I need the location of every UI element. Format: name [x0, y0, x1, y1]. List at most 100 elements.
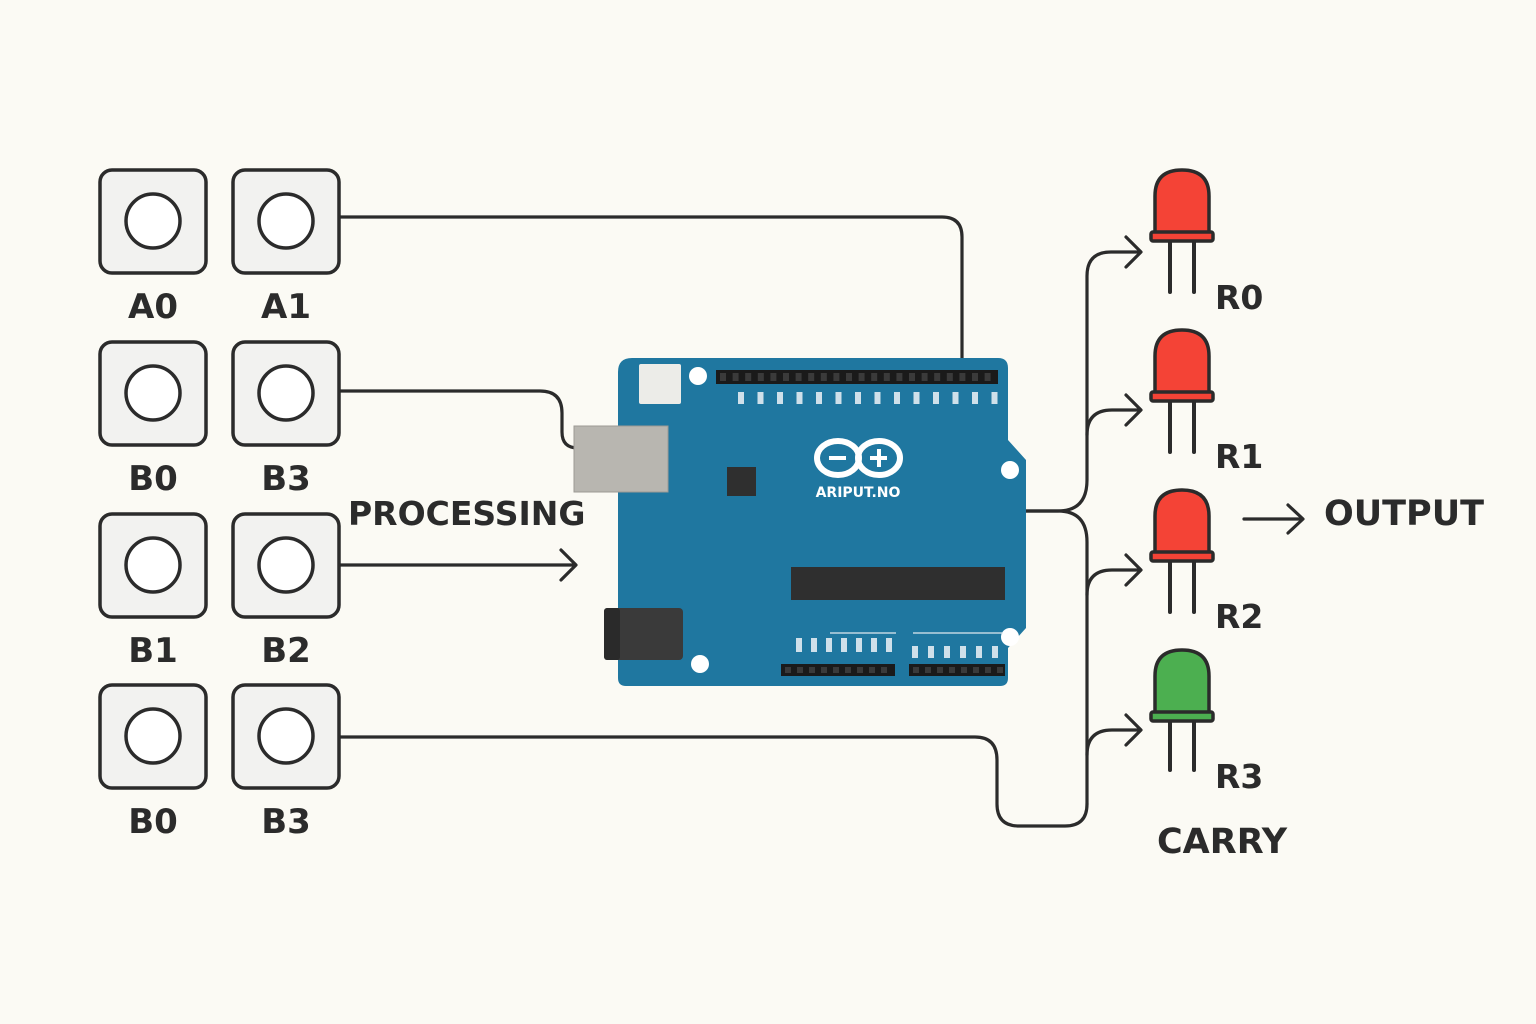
wire-board-to-r0 [1024, 250, 1142, 513]
push-button[interactable] [98, 683, 208, 790]
silk-mark [757, 392, 764, 404]
header-pin [732, 373, 739, 381]
led-rim [1149, 710, 1215, 723]
wire-board-to-r2-r3 [1024, 509, 1089, 806]
header-pin [770, 373, 777, 381]
arrow-output [1242, 503, 1305, 535]
silk-mark [976, 646, 982, 658]
carry-label: CARRY [1157, 822, 1288, 862]
board-body [618, 358, 1026, 686]
header-pin [720, 373, 726, 381]
header-pin [896, 373, 903, 381]
header-pin [959, 373, 966, 381]
silk-mark [855, 392, 861, 404]
header-pin [869, 667, 875, 673]
silk-mark [811, 638, 817, 652]
header-pin [997, 667, 1003, 673]
silk-mark [835, 392, 842, 404]
header-pin [934, 373, 941, 381]
header-pin [808, 373, 815, 381]
led-label: R1 [1215, 437, 1263, 476]
header-pin [783, 373, 789, 381]
reset-button[interactable] [639, 364, 681, 404]
header-pin [820, 373, 827, 381]
led-label: R3 [1215, 757, 1263, 796]
silk-mark [826, 638, 832, 652]
mounting-hole [691, 655, 709, 673]
push-button[interactable] [98, 340, 208, 447]
small-chip [727, 467, 756, 496]
led-dome [1153, 168, 1211, 238]
header-pin [845, 667, 851, 673]
output-label: OUTPUT [1324, 494, 1484, 534]
header-pin [972, 373, 978, 381]
usb-port [573, 425, 669, 493]
header-pin [881, 667, 887, 673]
mounting-hole [1001, 628, 1019, 646]
bottom-header-right [909, 664, 1005, 676]
push-button[interactable] [231, 512, 341, 619]
led-r0 [1149, 168, 1215, 294]
silkscreen-top [738, 392, 998, 404]
wire-a1-to-board [338, 215, 964, 360]
led-dome [1153, 328, 1211, 398]
silk-mark [738, 392, 744, 404]
push-button[interactable] [98, 512, 208, 619]
infinity-logo-icon [814, 438, 903, 478]
push-button[interactable] [231, 683, 341, 790]
wire-board-to-r3 [1085, 728, 1142, 757]
button-label: A0 [128, 287, 178, 327]
header-pin [833, 667, 839, 673]
silk-mark [796, 638, 802, 652]
header-pin [909, 373, 915, 381]
led-label: R0 [1215, 278, 1263, 317]
silk-mark [871, 638, 877, 652]
silk-mark [912, 646, 918, 658]
led-rim [1149, 390, 1215, 403]
header-pin [937, 667, 943, 673]
input-buttons: A0 A1 B0 B3 B1 B2 B0 B3 [98, 168, 341, 842]
push-button[interactable] [231, 340, 341, 447]
arrows [338, 235, 1305, 747]
button-label: B1 [128, 631, 178, 671]
button-label: B0 [128, 802, 178, 842]
silk-mark [874, 392, 881, 404]
push-button[interactable] [231, 168, 341, 275]
header-pin [797, 667, 803, 673]
header-pin [946, 373, 953, 381]
arrow-head-r3 [1124, 713, 1143, 747]
button-label: B2 [261, 631, 311, 671]
mounting-hole [1001, 461, 1019, 479]
led-dome [1153, 488, 1211, 558]
silk-mark [816, 392, 822, 404]
header-pin [858, 373, 865, 381]
silk-mark [952, 392, 959, 404]
led-rim [1149, 230, 1215, 243]
header-pin [925, 667, 931, 673]
silk-mark [886, 638, 892, 652]
led-label: R2 [1215, 597, 1263, 636]
header-pin [745, 373, 752, 381]
mounting-hole [689, 367, 707, 385]
silk-mark [928, 646, 934, 658]
wire-board-to-r2 [1085, 568, 1142, 597]
push-button[interactable] [98, 168, 208, 275]
silk-mark [913, 392, 920, 404]
button-label: B3 [261, 459, 311, 499]
led-rim [1149, 550, 1215, 563]
power-jack-edge [604, 608, 620, 660]
header-pin [795, 373, 802, 381]
arrow-head-r0 [1124, 235, 1143, 269]
microcontroller-board: ARIPUT.NO [573, 358, 1026, 686]
silk-mark [991, 392, 998, 404]
arrow-processing [338, 548, 578, 582]
silk-mark [841, 638, 847, 652]
processing-label: PROCESSING [348, 494, 585, 533]
header-pin [984, 373, 991, 381]
led-r2 [1149, 488, 1215, 614]
silk-mark [796, 392, 803, 404]
header-pin [809, 667, 815, 673]
button-label: B0 [128, 459, 178, 499]
header-pin [961, 667, 967, 673]
wire-b3-to-usb [338, 389, 580, 450]
